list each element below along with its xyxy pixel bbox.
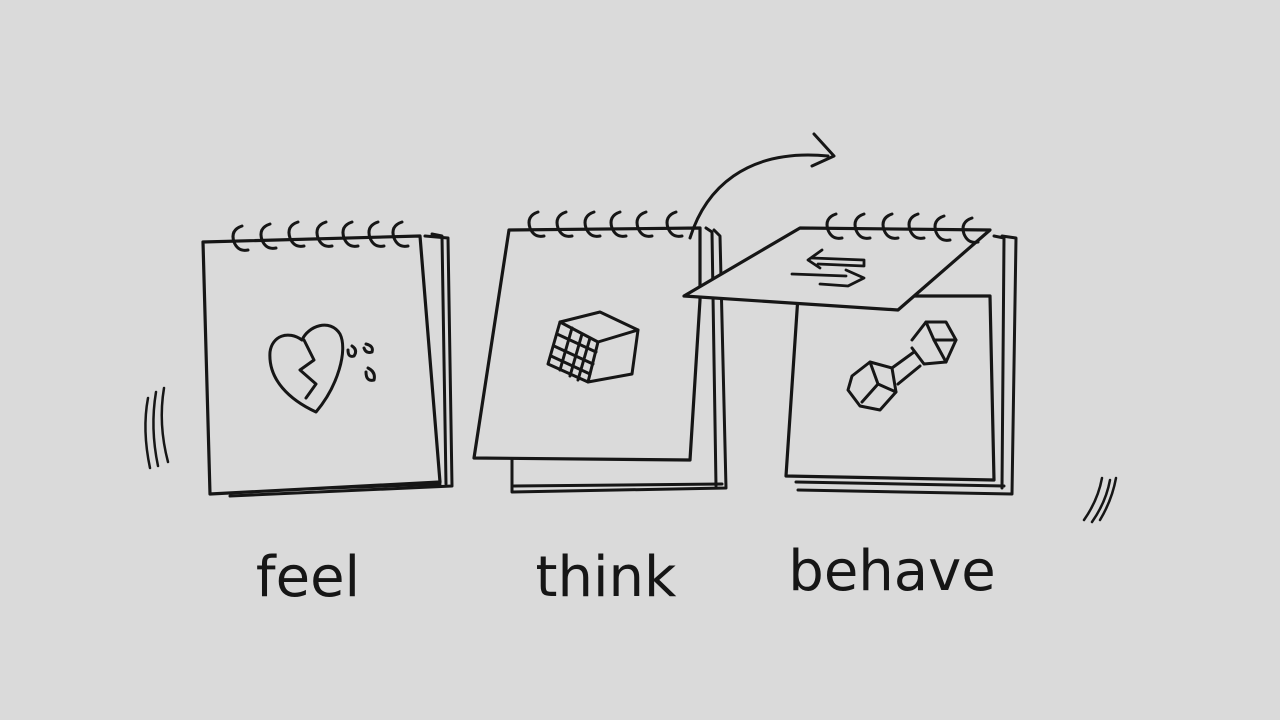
step-label-think: think: [536, 545, 678, 610]
cube-puzzle-icon: [546, 310, 640, 384]
step-label-feel: feel: [256, 545, 360, 610]
motion-lines-left: [144, 386, 170, 470]
dumbbell-icon: [846, 320, 958, 412]
swap-arrows-icon: [790, 248, 866, 288]
spiral-binding-feel: [231, 220, 410, 252]
notepad-think: [472, 132, 836, 494]
spiral-binding-behave: [825, 212, 980, 244]
notepad-feel: [201, 220, 454, 498]
step-label-behave: behave: [788, 539, 995, 604]
flip-arrow-icon: [688, 132, 836, 240]
broken-heart-icon: [268, 323, 376, 414]
motion-lines-right: [1082, 476, 1118, 524]
notepad-behave: [682, 212, 1018, 496]
spiral-binding-think: [527, 210, 684, 238]
